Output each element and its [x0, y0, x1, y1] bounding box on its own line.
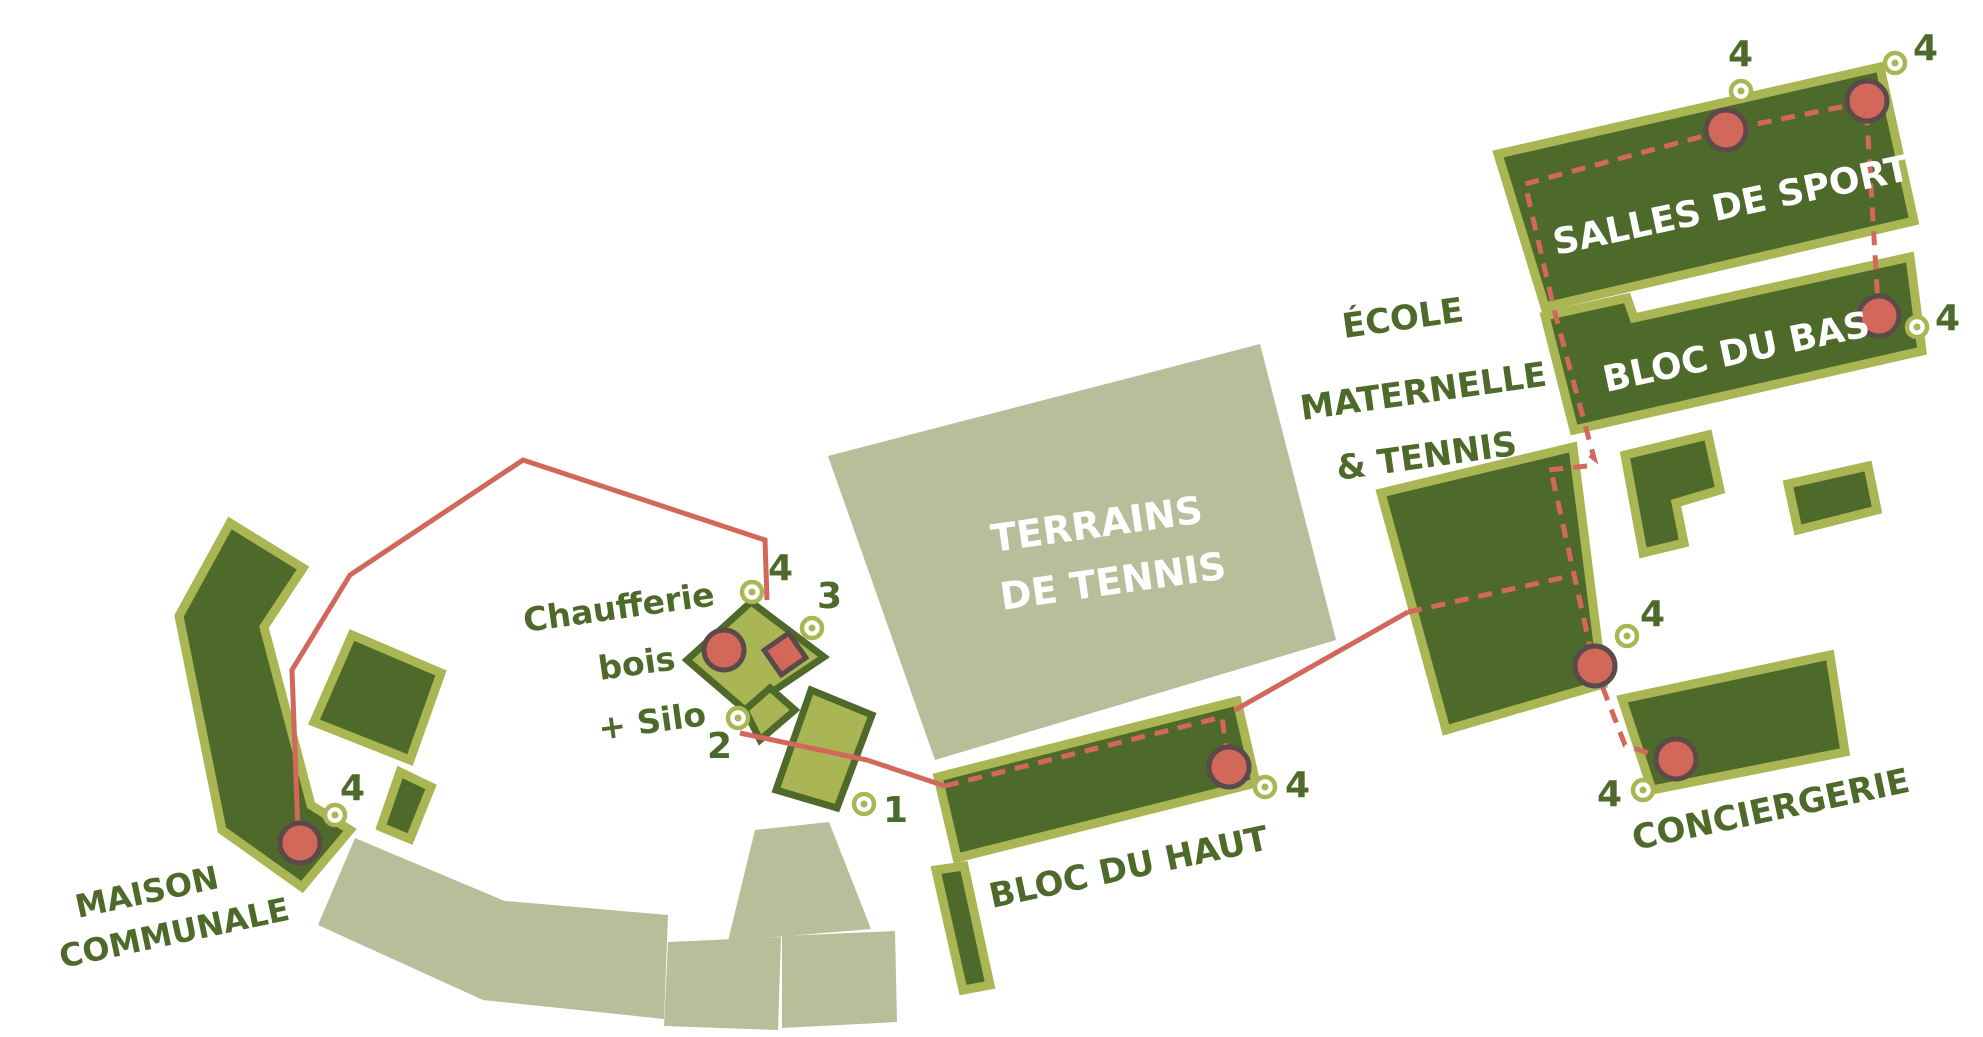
meter-dot: [860, 800, 868, 808]
lower-area-2: [483, 900, 668, 1019]
small-building-c: [1619, 429, 1726, 559]
chaufferie-label-line1: Chaufferie: [521, 575, 717, 640]
meter-maison-number: 4: [340, 768, 365, 809]
network-chaufferie-to-bloc-haut: [739, 730, 946, 789]
meter-chaufferie-left-number: 2: [707, 726, 732, 767]
meter-dot: [808, 624, 816, 632]
substations: [277, 78, 1902, 866]
buildings: [174, 61, 1927, 996]
light-areas: [318, 344, 1336, 1030]
meter-dot: [1623, 632, 1631, 640]
meter-silo-number: 1: [883, 790, 908, 831]
lower-area-1: [318, 838, 507, 1000]
meter-dot: [1891, 59, 1899, 67]
substation-maison: [277, 820, 323, 866]
meter-dot: [748, 588, 756, 596]
network-maison-to-chaufferie: [289, 457, 770, 834]
meter-bloc-haut-number: 4: [1285, 765, 1310, 806]
small-building-b: [375, 765, 437, 845]
meter-dot: [1737, 87, 1745, 95]
substation-chaufferie: [701, 627, 747, 673]
meter-sport-left-number: 4: [1728, 34, 1753, 75]
substation-conciergerie: [1653, 736, 1699, 782]
chaufferie-label-line3: + Silo: [596, 694, 709, 748]
conciergerie-building: [1616, 649, 1851, 796]
ecole-maternelle-building: [1375, 441, 1608, 736]
salles-de-sport-building: [1492, 61, 1920, 313]
meter-dot: [1261, 783, 1269, 791]
chaufferie-part-2: [740, 683, 801, 746]
lower-area-4: [782, 931, 897, 1028]
substation-bloc-haut: [1206, 744, 1252, 790]
lower-area-3: [664, 937, 781, 1030]
bloc-du-bas-building: [1539, 251, 1927, 436]
dashed-ecole-horizontal: [1407, 572, 1576, 615]
network-solid-lines: [289, 457, 1410, 834]
meter-chaufferie-right-number: 3: [817, 576, 842, 617]
meter-bloc-bas-number: 4: [1935, 298, 1960, 339]
small-building-d: [1782, 460, 1883, 536]
meter-conciergerie-number: 4: [1597, 774, 1622, 815]
meter-sport-right-number: 4: [1913, 28, 1938, 69]
ecole-label-line2: MATERNELLE: [1298, 355, 1549, 429]
network-bloc-haut-to-ecole: [1233, 609, 1410, 713]
meter-dot: [1913, 323, 1921, 331]
bloc-du-haut-annex: [930, 860, 996, 996]
substation-bloc-bas: [1856, 293, 1902, 339]
chaufferie-label-line2: bois: [596, 639, 678, 688]
meter-dot: [1639, 786, 1647, 794]
maison-communale-building: [174, 516, 357, 894]
meter-dot: [734, 714, 742, 722]
dashed-sport-bloc-bas: [1522, 98, 1881, 465]
ecole-label-line1: ÉCOLE: [1340, 289, 1467, 347]
substation-sport-left: [1703, 107, 1749, 153]
meter-numbers: 4 4 3 2 1 4 4 4 4 4 4: [340, 28, 1960, 831]
terrains-de-tennis-area: [828, 344, 1336, 760]
small-building-a: [308, 629, 447, 766]
dashed-ecole-vertical: [1543, 463, 1669, 763]
meter-dot: [331, 811, 339, 819]
lower-area-5: [728, 822, 871, 941]
meter-dots: [331, 59, 1921, 819]
meter-chaufferie-top-number: 4: [768, 548, 793, 589]
substation-sport-right: [1844, 78, 1890, 124]
substation-chaufferie-2: [760, 629, 810, 679]
meter-ecole-number: 4: [1640, 594, 1665, 635]
substation-ecole: [1572, 643, 1618, 689]
